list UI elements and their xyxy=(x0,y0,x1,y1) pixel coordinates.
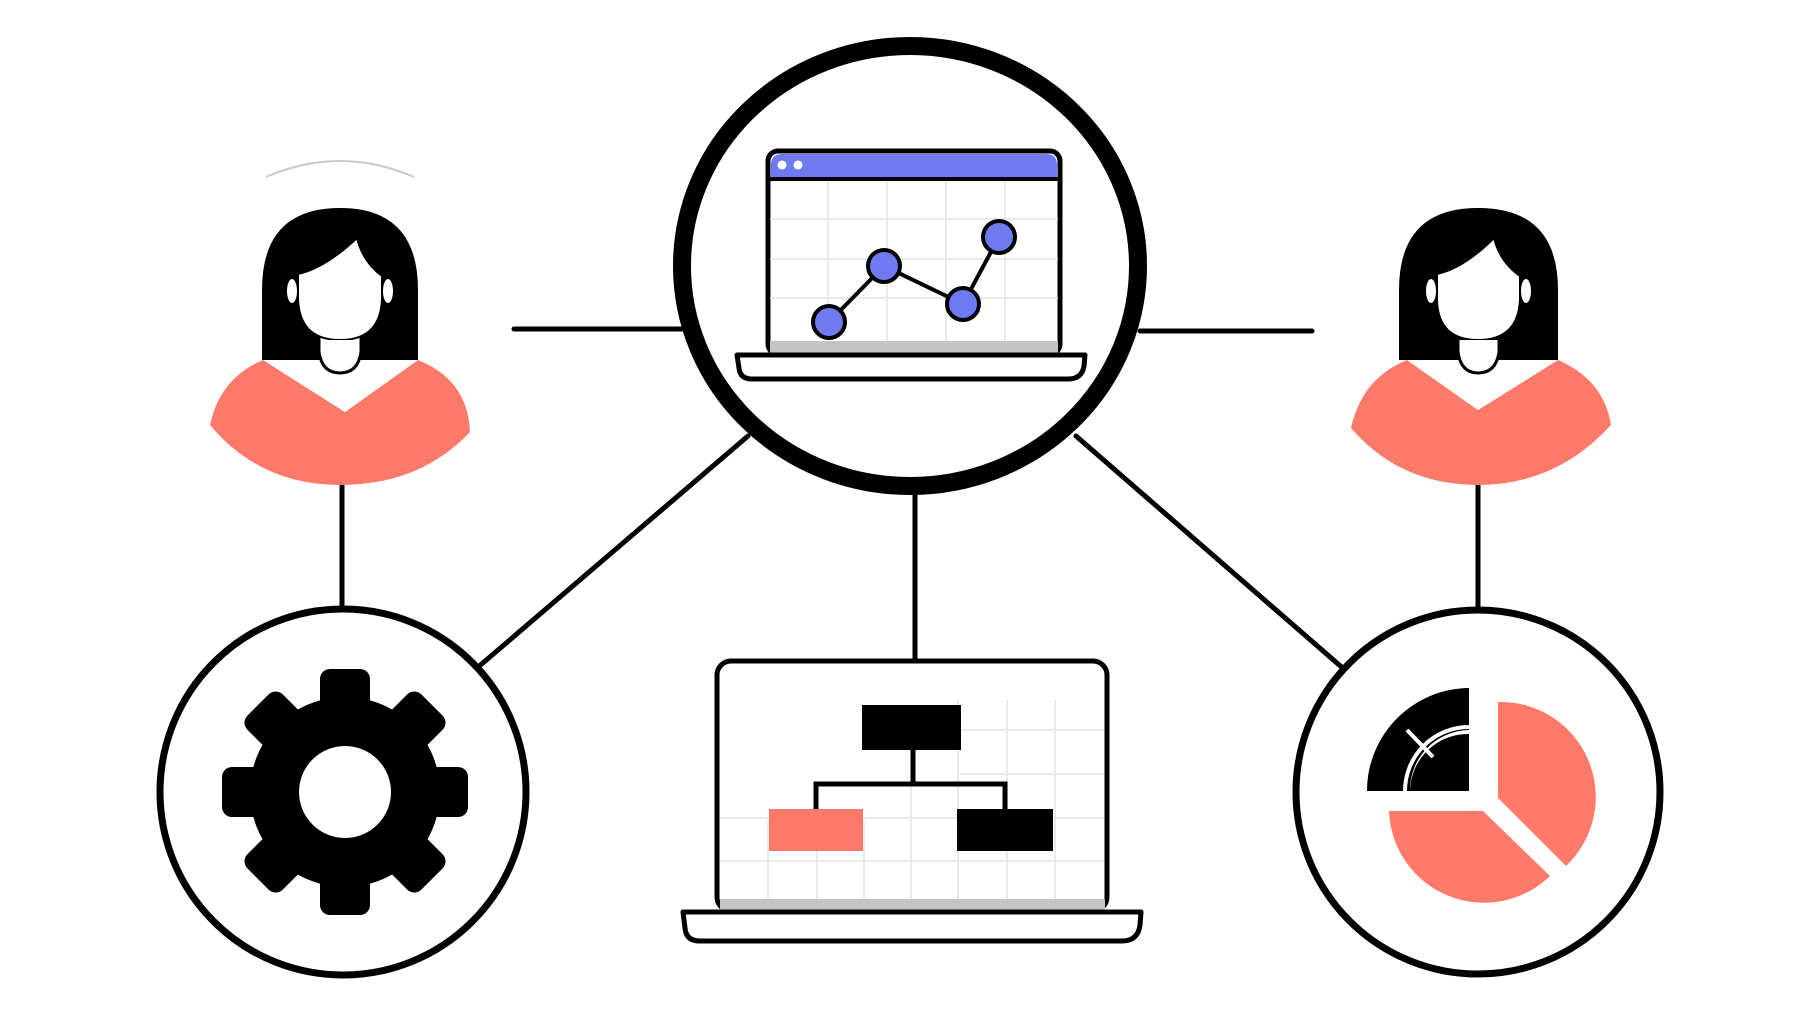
person-left-node[interactable] xyxy=(210,160,470,485)
face xyxy=(297,236,383,342)
settings-node[interactable] xyxy=(156,605,530,979)
person-icon xyxy=(1351,208,1611,485)
person-icon xyxy=(210,208,470,485)
laptop-org-chart-icon xyxy=(680,658,1144,944)
chart-point xyxy=(866,248,902,284)
chart-point xyxy=(981,219,1017,255)
org-child-box-left xyxy=(769,809,863,851)
shirt xyxy=(1351,360,1611,485)
gear-hole xyxy=(299,746,391,838)
ear xyxy=(1521,279,1531,303)
neck-front xyxy=(1456,340,1501,375)
laptop-line-chart-icon xyxy=(734,148,1088,382)
analytics-hub-node[interactable] xyxy=(673,37,1147,495)
window-dot-icon xyxy=(777,160,787,170)
ear xyxy=(287,279,297,303)
shirt xyxy=(210,360,470,485)
laptop-base xyxy=(680,909,1144,944)
org-root-box xyxy=(862,705,961,750)
reports-circle xyxy=(1292,606,1664,978)
collar xyxy=(263,360,418,412)
ear xyxy=(383,279,393,303)
window-dot-icon xyxy=(793,160,803,170)
screen-bottom-band xyxy=(720,899,1105,910)
laptop-base xyxy=(734,352,1088,382)
org-child-box-right xyxy=(957,809,1053,851)
window-title-bar xyxy=(771,154,1057,177)
org-chart-node[interactable] xyxy=(680,658,1144,944)
reports-node[interactable] xyxy=(1292,606,1664,978)
pie-quarter-inner xyxy=(1410,733,1469,791)
connectors xyxy=(339,326,1481,673)
halo-arc xyxy=(265,160,415,178)
ear xyxy=(1426,279,1436,303)
pie-chart-icon xyxy=(1367,688,1596,903)
pie-divider xyxy=(1403,725,1470,792)
edge-hub-reports xyxy=(1073,433,1348,673)
chart-point xyxy=(811,304,847,340)
pie-slice-bottom xyxy=(1389,811,1550,903)
screen-bottom-band xyxy=(770,341,1058,353)
edge-hub-settings xyxy=(474,433,751,671)
person-right-node[interactable] xyxy=(1351,208,1611,485)
screen-grid xyxy=(720,700,1104,900)
face xyxy=(1436,236,1521,342)
neck-front xyxy=(317,340,363,375)
gear-icon xyxy=(222,669,468,915)
pie-slice-right xyxy=(1498,701,1596,866)
chart-point xyxy=(945,286,981,322)
collar xyxy=(1407,360,1558,410)
org-connector xyxy=(813,750,1008,810)
line-chart-series xyxy=(827,236,1001,324)
